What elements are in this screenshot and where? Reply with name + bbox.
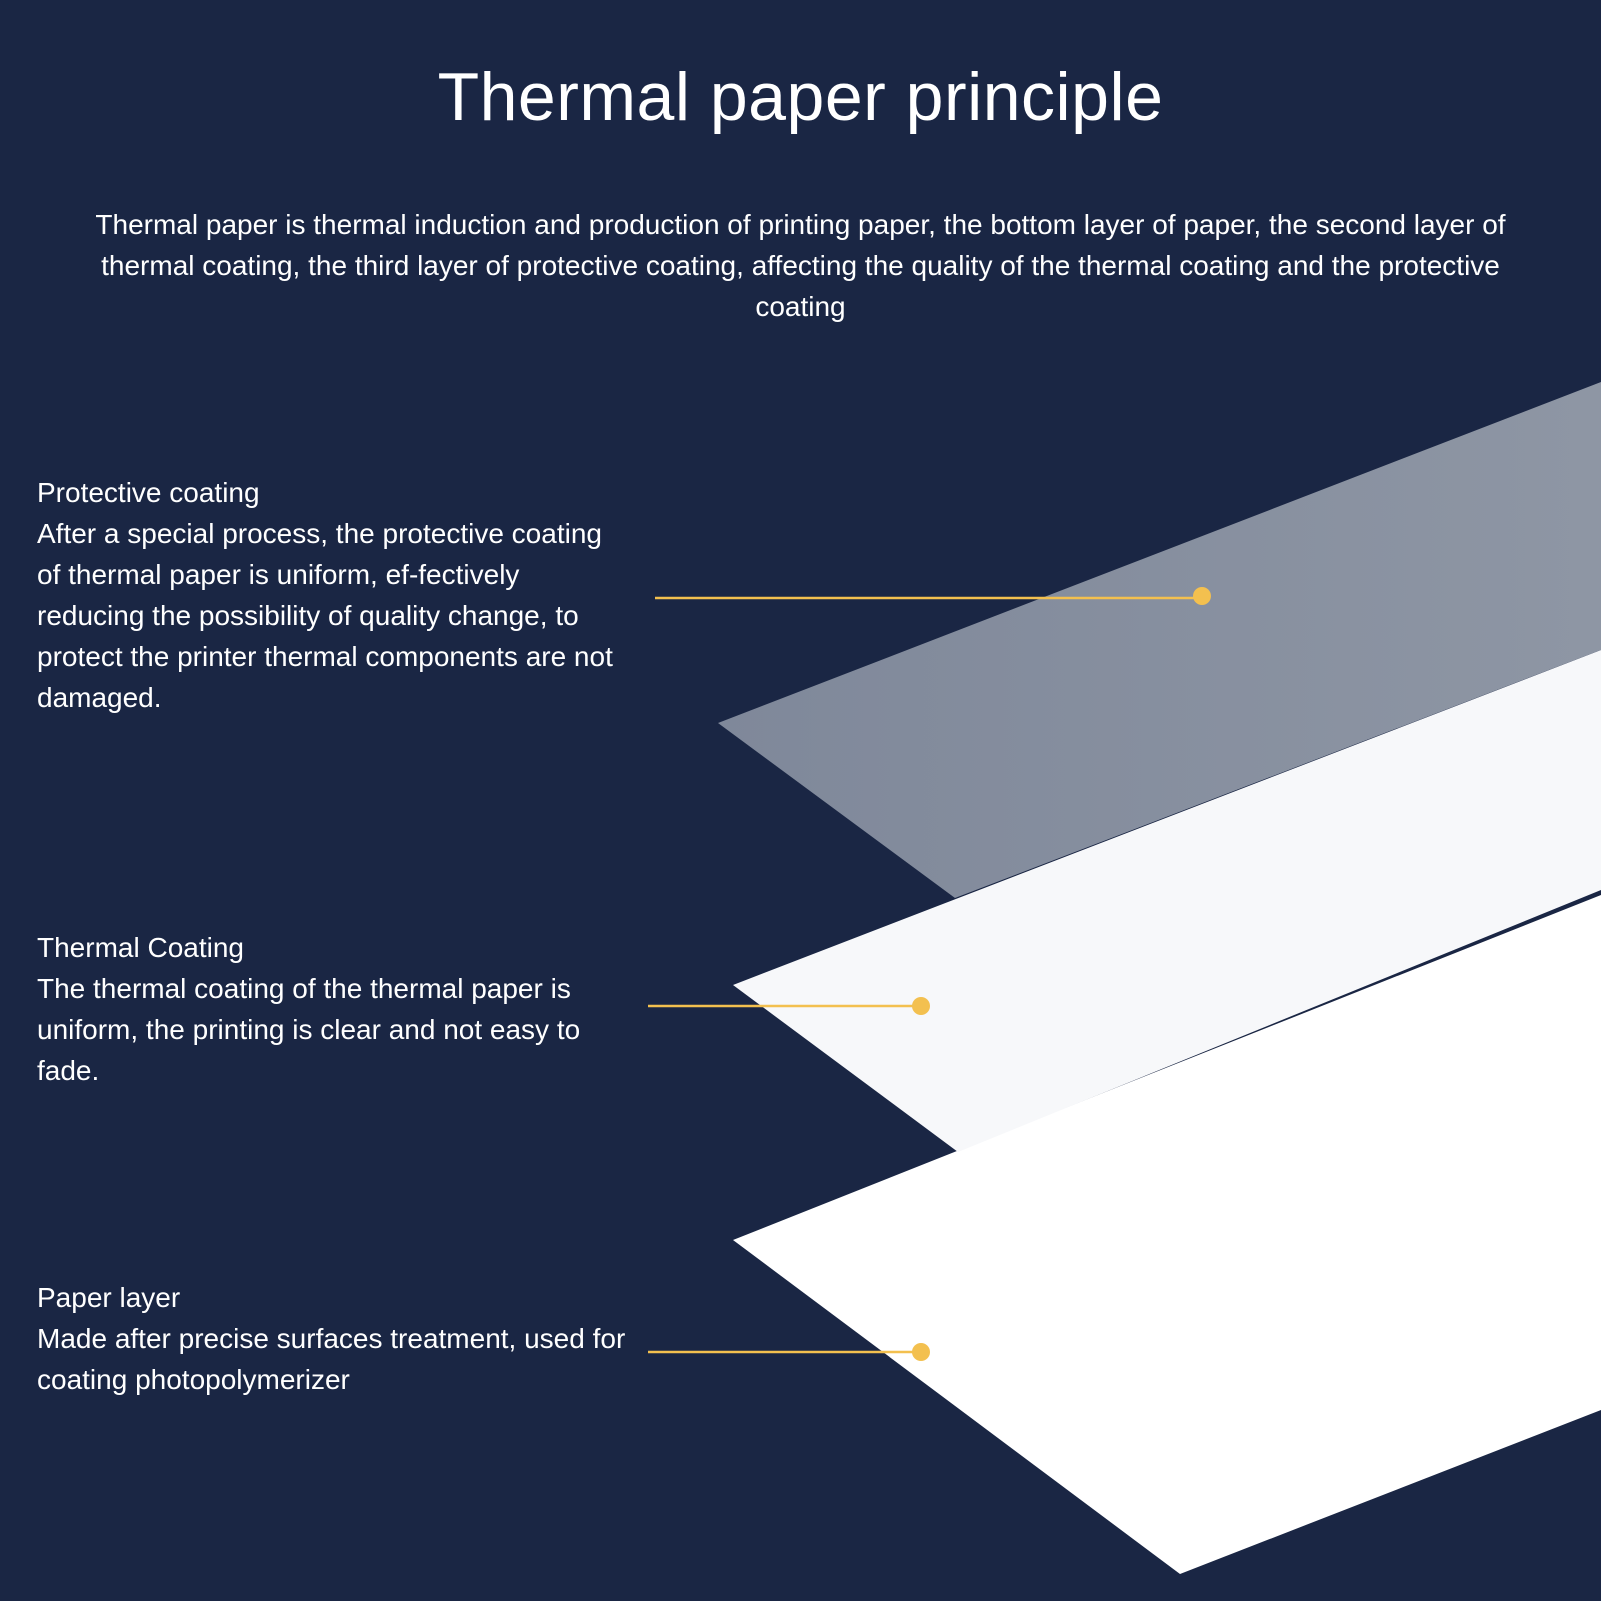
thermal-coating-title: Thermal Coating <box>37 932 244 963</box>
paper-layer-description: Made after precise surfaces treatment, u… <box>37 1323 626 1395</box>
protective-coating-title: Protective coating <box>37 477 260 508</box>
protective-coating-description: After a special process, the protective … <box>37 518 613 713</box>
intro-paragraph: Thermal paper is thermal induction and p… <box>95 209 1506 322</box>
paper-layer-text: Paper layer Made after precise surfaces … <box>37 1277 627 1400</box>
paper-layer-sheet <box>733 895 1601 1574</box>
protective-callout-dot <box>1193 587 1211 605</box>
page-title: Thermal paper principle <box>437 59 1164 135</box>
protective-coating-sheet <box>718 382 1601 898</box>
paper-layer-title: Paper layer <box>37 1282 181 1313</box>
thermal-coating-sheet <box>733 650 1601 1152</box>
thermal-callout-dot <box>912 997 930 1015</box>
protective-coating-text: Protective coating After a special proce… <box>37 472 627 718</box>
paper-callout-dot <box>912 1343 930 1361</box>
thermal-coating-description: The thermal coating of the thermal paper… <box>37 973 581 1086</box>
thermal-coating-text: Thermal Coating The thermal coating of t… <box>37 927 627 1091</box>
